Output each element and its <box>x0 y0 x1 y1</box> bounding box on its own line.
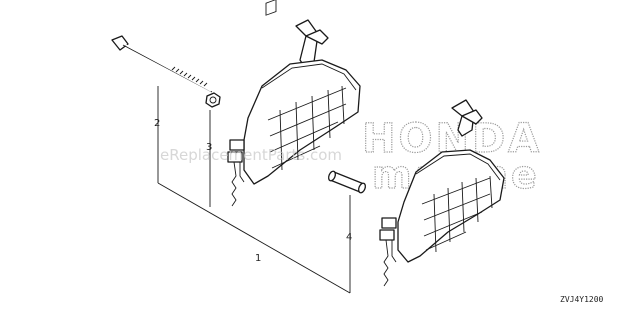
part-nut <box>205 92 221 108</box>
cable-connectors-upper <box>227 139 245 207</box>
callout-leaders <box>157 86 351 294</box>
part-sleeve <box>327 170 367 194</box>
callout-1: 1 <box>255 253 261 264</box>
callout-3: 3 <box>206 142 212 153</box>
cable-connectors-lower <box>379 217 397 287</box>
callout-2: 2 <box>154 118 160 129</box>
diagram-code: ZVJ4Y1200 <box>560 295 604 304</box>
watermark: eReplacementParts.com <box>160 146 342 164</box>
part-remote-control-lower <box>379 99 505 287</box>
callout-4: 4 <box>346 232 352 243</box>
part-remote-control-upper <box>227 0 361 207</box>
part-bolt <box>111 35 213 93</box>
